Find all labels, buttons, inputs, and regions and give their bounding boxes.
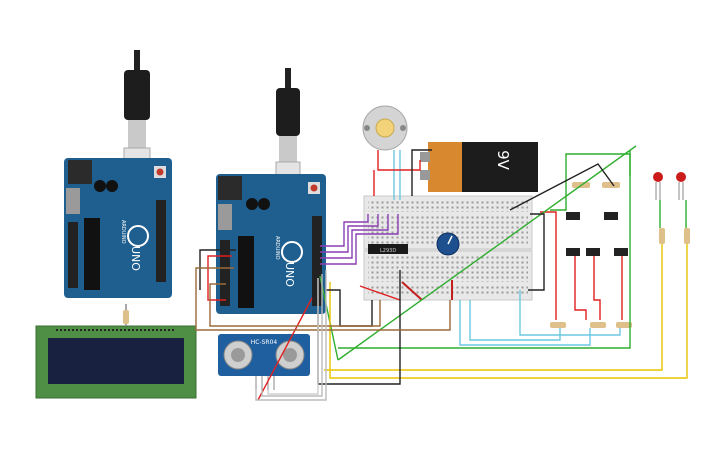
battery-label: 9V bbox=[494, 150, 512, 171]
push-button-4 bbox=[586, 248, 600, 256]
resistor-lcd bbox=[123, 304, 129, 326]
board-label: UNO bbox=[283, 262, 296, 287]
resistor-top bbox=[572, 182, 620, 188]
brand-label: ARDUINO bbox=[274, 236, 280, 260]
dc-motor bbox=[362, 105, 408, 151]
usb-cable-right bbox=[275, 68, 301, 187]
resistor-led-1 bbox=[659, 228, 665, 244]
potentiometer bbox=[436, 232, 460, 256]
arduino-board-right: UNO ARDUINO bbox=[216, 174, 326, 314]
battery-9v: 9V bbox=[420, 142, 538, 192]
push-button-1 bbox=[566, 212, 580, 220]
resistor-led-2 bbox=[684, 228, 690, 244]
ic-label: L293D bbox=[380, 248, 396, 254]
push-button-2 bbox=[604, 212, 618, 220]
brand-label: ARDUINO bbox=[120, 220, 126, 244]
push-button-3 bbox=[566, 248, 580, 256]
push-button-5 bbox=[614, 248, 628, 256]
lcd-display bbox=[35, 325, 197, 399]
wires bbox=[195, 145, 688, 401]
arduino-board-left: UNO ARDUINO bbox=[64, 158, 172, 298]
led-2 bbox=[676, 172, 686, 200]
ultrasonic-sensor: HC-SR04 bbox=[218, 334, 310, 390]
motor-driver-ic: L293D bbox=[368, 244, 408, 254]
sensor-label: HC-SR04 bbox=[251, 339, 278, 346]
led-1 bbox=[653, 172, 663, 200]
board-label: UNO bbox=[129, 246, 142, 271]
capacitor-red bbox=[401, 280, 453, 301]
usb-cable-left bbox=[123, 50, 151, 177]
resistor-bottom bbox=[550, 322, 632, 328]
